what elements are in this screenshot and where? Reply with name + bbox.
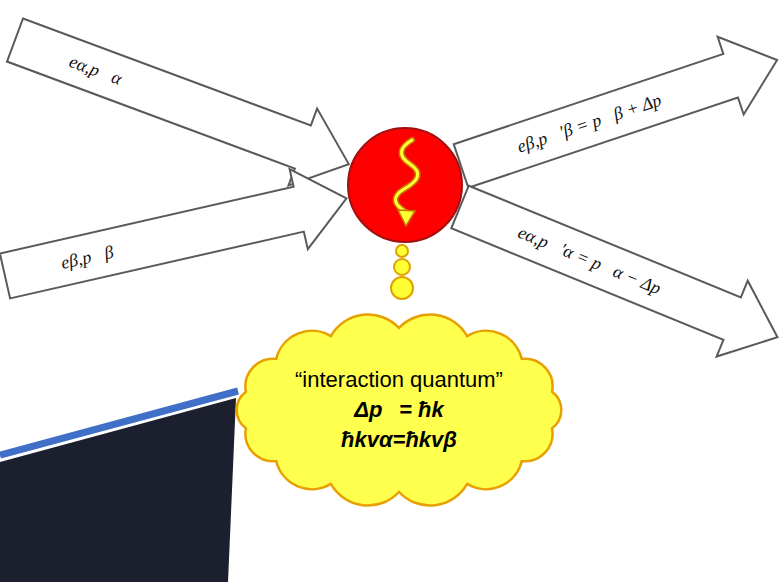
- arrow-label-box: eα,p⃗′α = p⃗α − Δp⃗: [451, 186, 741, 340]
- arrow-shape: [0, 1, 364, 204]
- cloud-heading: “interaction quantum”: [295, 365, 503, 395]
- arrow-outline: [0, 158, 356, 316]
- photon-head: [398, 210, 415, 226]
- particle-arrow: eα,p⃗α: [0, 1, 364, 204]
- particle-label: eβ,p⃗β: [59, 241, 116, 273]
- arrow-outline: [448, 21, 784, 205]
- formula: ħkvα=ħkvβ: [341, 425, 457, 455]
- thought-bubble: [394, 259, 410, 275]
- particle-arrow: eβ,p⃗′β = p⃗β + Δp⃗: [448, 20, 784, 206]
- cloud-outline: [237, 315, 562, 506]
- thought-bubble: [391, 277, 413, 299]
- interaction-circle: [348, 128, 462, 242]
- arrow-shape: [0, 157, 357, 317]
- formula: Δp⃗= ħk: [354, 395, 443, 425]
- arrow-label-box: eβ,p⃗′β = p⃗β + Δp⃗: [454, 54, 738, 188]
- slide-stripe: [0, 391, 238, 455]
- wavy-photon-outline: [395, 140, 417, 212]
- arrow-outline: [1, 2, 363, 203]
- arrow-label-box: eα,p⃗α: [7, 18, 311, 168]
- particle-label: eα,p⃗α: [66, 51, 124, 90]
- thought-bubble: [396, 245, 408, 257]
- particle-arrow: eβ,p⃗β: [0, 157, 357, 317]
- wavy-photon: [395, 140, 417, 212]
- particle-label: eα,p⃗′α = p⃗α − Δp⃗: [515, 222, 677, 305]
- particle-label: eβ,p⃗′β = p⃗β + Δp⃗: [514, 85, 677, 157]
- cloud-text-box: “interaction quantum”Δp⃗= ħkħkvα=ħkvβ: [226, 312, 572, 508]
- thought-cloud: “interaction quantum”Δp⃗= ħkħkvα=ħkvβ: [226, 312, 572, 508]
